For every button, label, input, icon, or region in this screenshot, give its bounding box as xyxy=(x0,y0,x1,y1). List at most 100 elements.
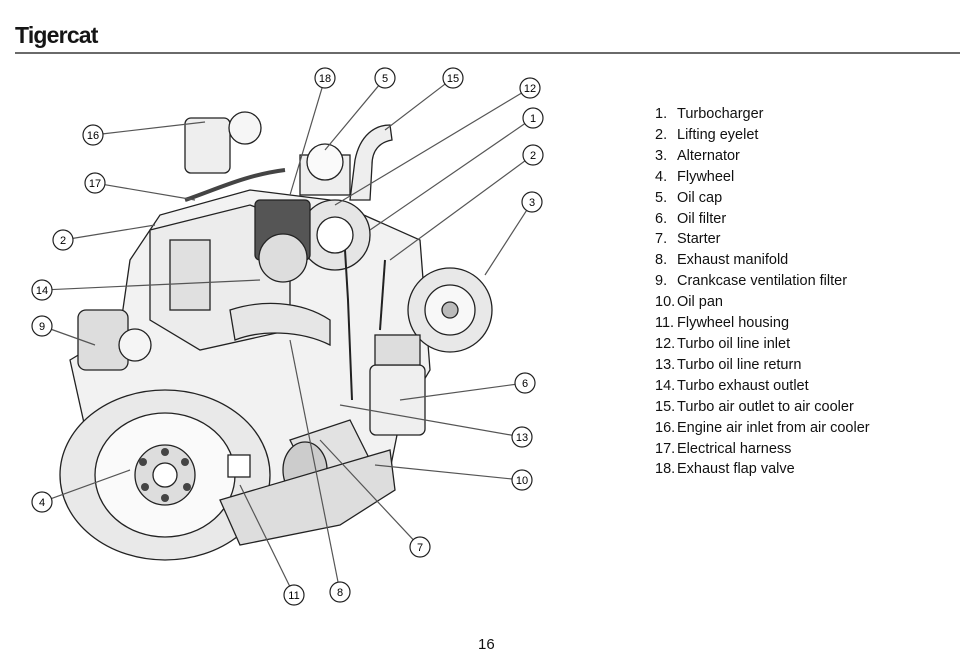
legend-number: 4. xyxy=(655,168,668,185)
legend-label: Engine air inlet from air cooler xyxy=(677,419,870,436)
callout-circle xyxy=(522,107,544,129)
header-rule xyxy=(15,52,960,54)
legend-number: 17. xyxy=(655,440,676,457)
legend-label: Lifting eyelet xyxy=(677,126,759,143)
callout-circle xyxy=(283,584,305,606)
legend-item: 7. Starter xyxy=(655,229,870,250)
legend-label: Turbo exhaust outlet xyxy=(677,377,809,394)
legend-label: Electrical harness xyxy=(677,440,792,457)
legend-item: 3.Alternator xyxy=(655,146,870,167)
callout-number: 11 xyxy=(288,590,299,602)
callout-circle xyxy=(82,124,104,146)
legend-number: 14. xyxy=(655,377,676,394)
callout-12: 12 xyxy=(334,77,541,206)
legend-label: Turbo air outlet to air cooler xyxy=(677,398,854,415)
leader-line xyxy=(319,439,414,541)
callout-16: 16 xyxy=(82,121,206,146)
legend-item: 5. Oil cap xyxy=(655,188,870,209)
legend-number: 9. xyxy=(655,273,668,290)
leader-line xyxy=(51,469,131,500)
callout-number: 4 xyxy=(39,497,45,509)
callout-number: 5 xyxy=(382,73,388,85)
leader-line xyxy=(484,210,528,276)
leader-line xyxy=(399,383,516,401)
callout-circle xyxy=(31,279,53,301)
legend-label: Oil pan xyxy=(677,294,723,311)
page-number: 16 xyxy=(478,636,495,653)
callout-9: 9 xyxy=(31,315,96,346)
leader-line xyxy=(324,85,380,151)
legend-label: Crankcase ventilation filter xyxy=(677,273,848,290)
leader-line xyxy=(289,87,323,196)
legend-item: 1.Turbocharger xyxy=(655,104,870,125)
callout-number: 2 xyxy=(530,150,536,162)
callout-4: 4 xyxy=(31,469,131,513)
leader-line xyxy=(334,92,522,206)
callout-number: 2 xyxy=(60,235,66,247)
oil-filter xyxy=(369,364,426,436)
callout-3: 3 xyxy=(484,191,543,276)
legend-number: 7. xyxy=(655,231,668,248)
legend-label: Turbo oil line inlet xyxy=(677,335,791,352)
legend-number: 3. xyxy=(655,147,668,164)
callout-circle xyxy=(522,144,544,166)
legend-label: Turbocharger xyxy=(677,106,764,122)
legend-item: 2.Lifting eyelet xyxy=(655,125,870,146)
callout-number: 6 xyxy=(522,378,528,390)
air-inlet xyxy=(184,117,231,174)
legend-item: 15.Turbo air outlet to air cooler xyxy=(655,397,870,418)
legend-number: 6. xyxy=(655,210,668,227)
callout-number: 1 xyxy=(530,113,536,125)
legend-number: 16. xyxy=(655,419,676,436)
legend-item: 8. Exhaust manifold xyxy=(655,250,870,271)
leader-line xyxy=(239,484,291,587)
leader-line xyxy=(51,279,261,291)
callout-8: 8 xyxy=(289,339,351,603)
leader-line xyxy=(289,339,339,583)
legend-item: 12.Turbo oil line inlet xyxy=(655,334,870,355)
legend-item: 10.Oil pan xyxy=(655,292,870,313)
callout-circle xyxy=(374,67,396,89)
callout-14: 14 xyxy=(31,279,261,301)
engine-illustration xyxy=(59,111,493,561)
legend-label: Starter xyxy=(677,231,721,248)
callout-number: 12 xyxy=(524,83,536,95)
callout-2: 2 xyxy=(52,224,156,251)
callout-17: 17 xyxy=(84,172,196,201)
callout-number: 16 xyxy=(87,130,99,142)
legend-number: 8. xyxy=(655,252,668,269)
callout-number: 3 xyxy=(529,197,535,209)
legend-item: 4. Flywheel xyxy=(655,167,870,188)
callout-circle xyxy=(52,229,74,251)
legend-number: 15. xyxy=(655,398,676,415)
legend-item: 14.Turbo exhaust outlet xyxy=(655,376,870,397)
callout-circle xyxy=(329,581,351,603)
legend-label: Exhaust flap valve xyxy=(677,461,795,478)
callout-circle xyxy=(519,77,541,99)
legend-label: Oil filter xyxy=(677,210,727,227)
leader-line xyxy=(384,83,446,131)
legend-label: Flywheel housing xyxy=(677,315,790,332)
leader-line xyxy=(104,184,196,201)
callout-circle xyxy=(31,491,53,513)
leader-line xyxy=(339,404,513,436)
callout-circle xyxy=(511,426,533,448)
callout-1: 1 xyxy=(369,107,544,231)
leader-line xyxy=(51,328,96,346)
callout-5: 5 xyxy=(324,67,396,151)
legend-label: Exhaust manifold xyxy=(677,252,789,269)
legend-item: 11.Flywheel housing xyxy=(655,313,870,334)
callout-11: 11 xyxy=(239,484,305,606)
callout-number: 18 xyxy=(319,73,331,85)
callout-6: 6 xyxy=(399,372,536,401)
legend-item: 16.Engine air inlet from air cooler xyxy=(655,418,870,439)
callout-2: 2 xyxy=(389,144,544,261)
legend-number: 5. xyxy=(655,189,668,206)
leader-line xyxy=(72,224,156,239)
legend-label: Turbo oil line return xyxy=(677,356,802,373)
leader-line xyxy=(374,464,513,480)
legend-label: Flywheel xyxy=(677,168,735,185)
legend-number: 11. xyxy=(655,315,675,332)
legend-label: Oil cap xyxy=(677,189,723,206)
